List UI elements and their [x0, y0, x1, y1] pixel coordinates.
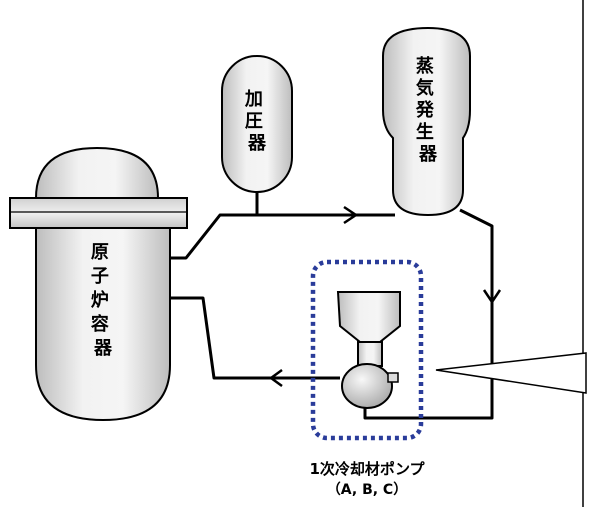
- pump-shaft: [357, 341, 383, 367]
- reactor-vessel-label: 原 子 炉 容 器: [91, 242, 115, 359]
- cold-leg-pipe: [170, 296, 340, 380]
- pump-motor: [336, 291, 401, 343]
- pump-casing: [341, 363, 393, 409]
- pump-caption: 1次冷却材ポンプ: [310, 460, 426, 478]
- pump-nozzle: [387, 372, 399, 383]
- arrow-crossover: [482, 289, 502, 305]
- pump-caption-sub: （A, B, C）: [327, 482, 407, 498]
- flow-arrows: [268, 205, 502, 388]
- crossover-leg-pipe: [363, 208, 494, 420]
- coolant-piping: [170, 192, 494, 420]
- pump-highlight-box: [310, 259, 424, 441]
- pressurizer: 加 圧 器: [221, 55, 293, 193]
- steam-generator-label: 蒸 気 発 生 器: [415, 56, 440, 165]
- reactor-coolant-pump: [336, 291, 401, 409]
- steam-generator: 蒸 気 発 生 器: [382, 26, 471, 217]
- arrow-hot-leg: [343, 205, 359, 225]
- reactor-flange: [9, 197, 188, 229]
- reactor-vessel: 原 子 炉 容 器: [9, 146, 188, 422]
- reactor-dome: [34, 146, 160, 199]
- reactor-body: [35, 227, 171, 422]
- hot-leg-pipe: [170, 213, 395, 260]
- arrow-cold-leg: [268, 368, 283, 388]
- pressurizer-label: 加 圧 器: [244, 89, 269, 154]
- callout-pointer: [435, 352, 587, 394]
